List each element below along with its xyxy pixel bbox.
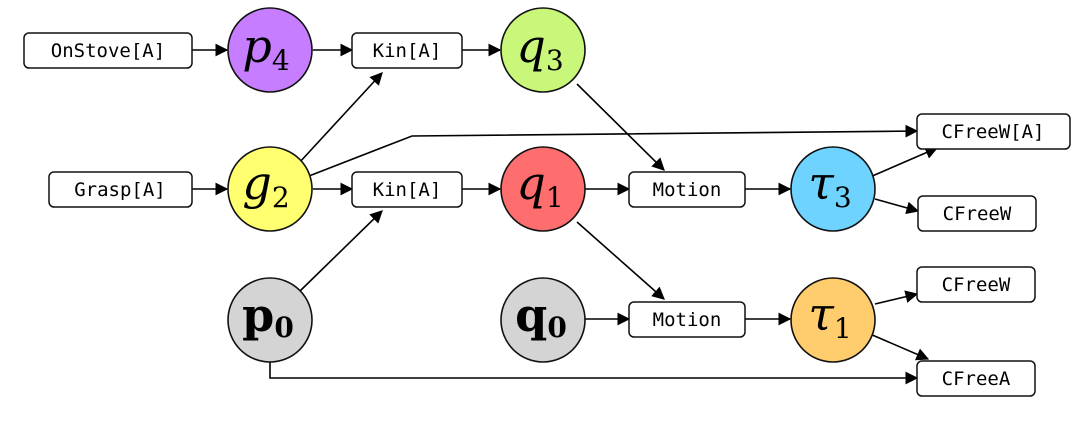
- box-motion-top-label: Motion: [653, 179, 722, 201]
- svg-text:τ3: τ3: [808, 156, 851, 214]
- node-q1-main: q: [516, 156, 545, 210]
- svg-text:q0: q0: [515, 288, 567, 344]
- svg-text:τ1: τ1: [808, 287, 851, 345]
- box-motion-bot: Motion: [628, 301, 746, 338]
- box-grasp-label: Grasp[A]: [74, 179, 166, 201]
- svg-text:p0: p0: [242, 288, 294, 344]
- node-tau3-main: τ: [808, 156, 835, 210]
- node-p0-circle: [227, 277, 313, 363]
- node-tau1: τ1: [790, 277, 876, 363]
- node-p4-main: p: [242, 19, 271, 73]
- node-p4-circle: [227, 7, 313, 93]
- box-kin-top: Kin[A]: [351, 32, 463, 69]
- node-g2-circle: [227, 146, 313, 232]
- box-cfreew-1: CFreeW: [917, 195, 1037, 232]
- node-q3-circle: [500, 7, 586, 93]
- node-tau1-sub: 1: [834, 312, 852, 345]
- box-kin-mid-label: Kin[A]: [373, 179, 442, 201]
- edges: [192, 43, 939, 385]
- node-p0-main: p: [242, 288, 274, 342]
- box-kin-top-label: Kin[A]: [373, 40, 442, 62]
- node-q1-circle: [500, 146, 586, 232]
- node-q1: q1: [500, 146, 586, 232]
- svg-text:q1: q1: [516, 156, 563, 214]
- edge-q1-motion-bot: [576, 221, 665, 300]
- node-q0: q0: [500, 277, 586, 363]
- node-q3-sub: 3: [546, 44, 564, 77]
- svg-text:g2: g2: [242, 156, 289, 214]
- node-q0-circle: [500, 277, 586, 363]
- node-p0-sub: 0: [274, 311, 293, 344]
- edge-tau3-cfreew-a: [869, 146, 939, 178]
- box-motion-bot-label: Motion: [653, 309, 722, 331]
- node-tau1-circle: [790, 277, 876, 363]
- box-cfreea: CFreeA: [916, 360, 1036, 397]
- node-g2-main: g: [242, 156, 271, 210]
- node-g2: g2: [227, 146, 313, 232]
- box-onstove-label: OnStove[A]: [51, 40, 165, 62]
- edge-g2-cfreew-a: [308, 124, 919, 177]
- node-tau3-sub: 3: [834, 181, 852, 214]
- node-g2-sub: 2: [272, 181, 290, 214]
- node-tau1-main: τ: [808, 287, 835, 341]
- box-onstove: OnStove[A]: [23, 32, 193, 69]
- node-tau3-circle: [790, 146, 876, 232]
- node-p4-sub: 4: [272, 44, 290, 77]
- edge-p0-cfreea: [269, 360, 919, 385]
- box-motion-top: Motion: [628, 171, 746, 208]
- box-grasp: Grasp[A]: [48, 171, 193, 208]
- node-q0-main: q: [515, 288, 547, 342]
- edge-tau3-cfreew-1: [874, 198, 920, 215]
- node-q3-main: q: [516, 19, 545, 73]
- node-q0-sub: 0: [547, 311, 566, 344]
- box-cfreea-label: CFreeA: [942, 368, 1011, 390]
- svg-text:p4: p4: [242, 19, 289, 77]
- box-cfreew-a-label: CFreeW[A]: [942, 121, 1045, 143]
- box-kin-mid: Kin[A]: [351, 171, 463, 208]
- edge-tau1-cfreew-2: [874, 290, 919, 305]
- edge-q3-motion-top: [576, 83, 665, 171]
- node-tau3: τ3: [790, 146, 876, 232]
- box-cfreew-1-label: CFreeW: [943, 203, 1012, 225]
- svg-text:q3: q3: [516, 19, 563, 77]
- box-cfreew-2: CFreeW: [916, 266, 1036, 303]
- node-p0: p0: [227, 277, 313, 363]
- box-cfreew-a: CFreeW[A]: [916, 113, 1071, 150]
- node-p4: p4: [227, 7, 313, 93]
- node-q1-sub: 1: [546, 181, 564, 214]
- edge-p0-kin-mid: [299, 210, 383, 292]
- edge-g2-kin-top: [298, 72, 383, 164]
- edge-tau1-cfreea: [869, 333, 930, 361]
- node-q3: q3: [500, 7, 586, 93]
- box-cfreew-2-label: CFreeW: [942, 274, 1011, 296]
